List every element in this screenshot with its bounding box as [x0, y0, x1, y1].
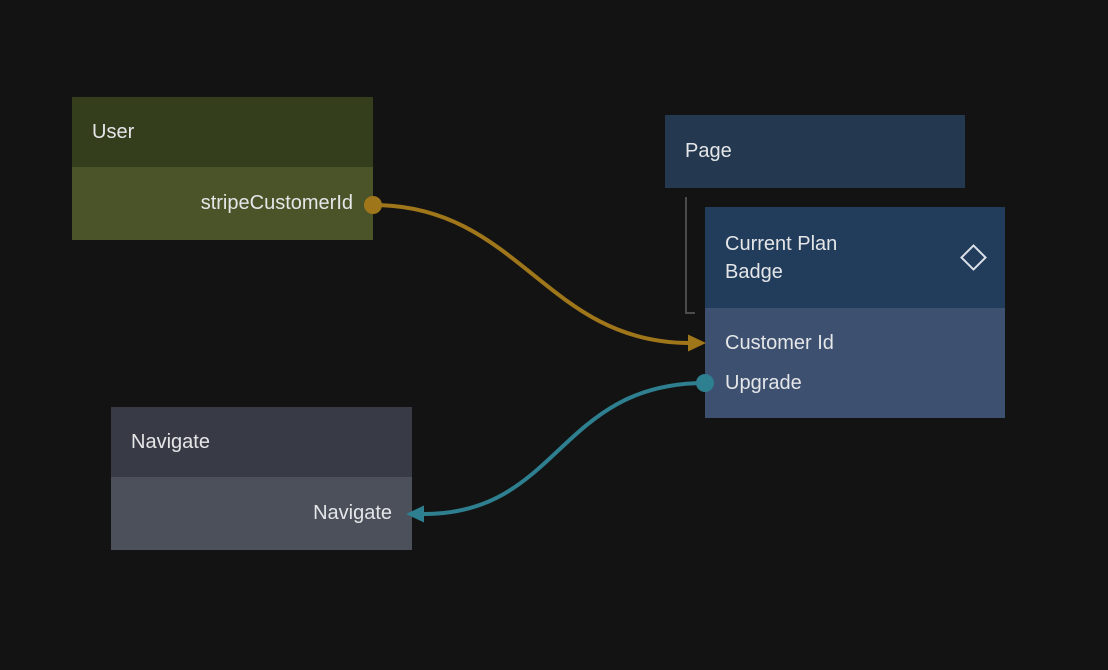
- diamond-icon: [960, 244, 987, 271]
- port-stripe-customer-id-label: stripeCustomerId: [200, 192, 353, 214]
- node-user[interactable]: User stripeCustomerId: [72, 97, 373, 240]
- node-user-body: stripeCustomerId: [72, 167, 373, 240]
- node-navigate-header[interactable]: Navigate: [111, 407, 412, 477]
- node-current-plan-badge[interactable]: Current Plan Badge Customer Id Upgrade: [705, 207, 1005, 418]
- edge-upgrade-to-navigate[interactable]: [423, 381, 706, 516]
- node-current-plan-badge-title: Current Plan Badge: [725, 232, 838, 283]
- node-navigate[interactable]: Navigate Navigate: [111, 407, 412, 550]
- port-upgrade[interactable]: Upgrade: [705, 363, 1005, 403]
- port-stripe-customer-id[interactable]: stripeCustomerId: [72, 167, 373, 240]
- port-navigate[interactable]: Navigate: [111, 477, 412, 550]
- port-customer-id[interactable]: Customer Id: [705, 323, 1005, 363]
- port-upgrade-label: Upgrade: [725, 371, 802, 394]
- node-page[interactable]: Page: [665, 115, 965, 188]
- edge-stripecustomerid-to-customerid[interactable]: [372, 203, 691, 345]
- page-child-connector-line: [685, 197, 695, 314]
- node-current-plan-badge-header[interactable]: Current Plan Badge: [705, 207, 1005, 308]
- port-customer-id-label: Customer Id: [725, 331, 834, 354]
- node-user-title: User: [92, 120, 135, 143]
- arrowhead-customer-id: [688, 334, 706, 352]
- port-navigate-label: Navigate: [313, 502, 392, 524]
- node-user-header[interactable]: User: [72, 97, 373, 167]
- node-current-plan-badge-body: Customer Id Upgrade: [705, 308, 1005, 418]
- node-page-header[interactable]: Page: [665, 115, 965, 188]
- node-navigate-body: Navigate: [111, 477, 412, 550]
- node-navigate-title: Navigate: [131, 430, 210, 453]
- node-page-title: Page: [685, 140, 732, 162]
